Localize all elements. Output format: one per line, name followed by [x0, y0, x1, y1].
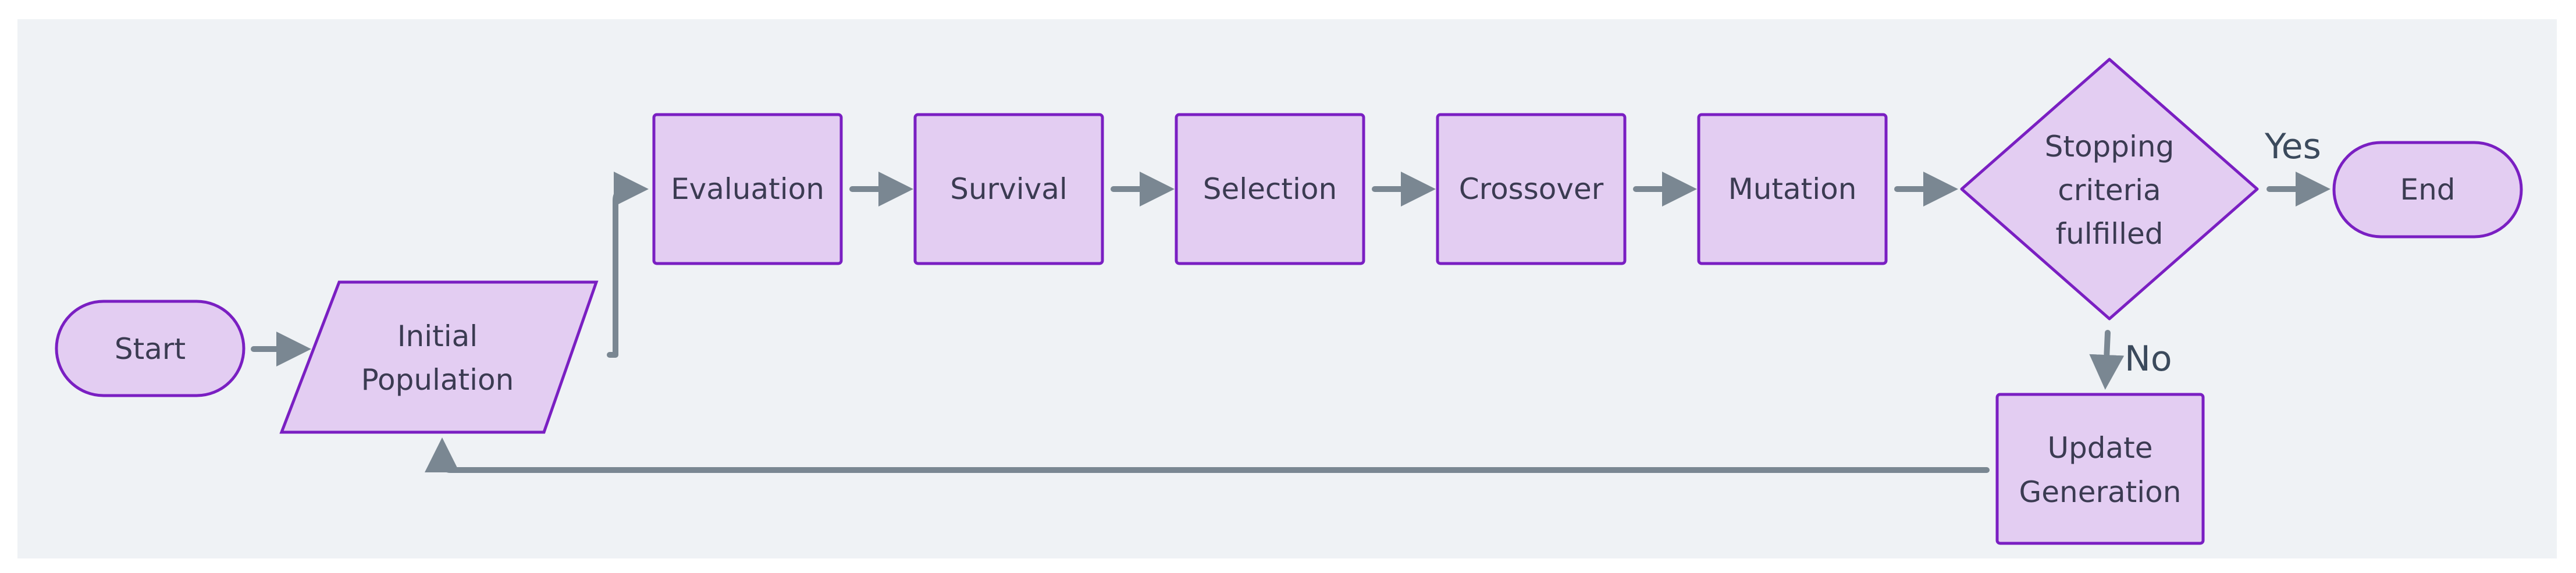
- edge-initial-population-to-evaluation: [607, 172, 649, 358]
- node-crossover: Crossover: [1436, 113, 1627, 265]
- node-end: End: [2332, 141, 2523, 239]
- crossover-process-shape: [1436, 113, 1627, 265]
- selection-process-shape: [1175, 113, 1365, 265]
- mutation-label: Mutation: [1728, 172, 1857, 206]
- update-generation-label-line1: Update: [2047, 431, 2152, 465]
- evaluation-label: Evaluation: [671, 172, 824, 206]
- edge-label-yes: Yes: [2264, 126, 2321, 167]
- node-survival: Survival: [913, 113, 1104, 265]
- node-initial-population: Initial Population: [279, 280, 599, 434]
- node-update-generation: Update Generation: [1995, 393, 2205, 545]
- end-terminal-shape: [2332, 141, 2523, 239]
- selection-label: Selection: [1203, 172, 1337, 206]
- edge-update-generation-to-initial-population: [425, 437, 1990, 473]
- initial-population-label-line1: Initial: [397, 319, 478, 353]
- update-generation-label-line2: Generation: [2019, 475, 2182, 509]
- edge-stopping-to-update-generation: [2089, 330, 2125, 390]
- crossover-label: Crossover: [1459, 172, 1604, 206]
- evaluation-process-shape: [652, 113, 843, 265]
- stopping-criteria-label-line2: criteria: [2058, 173, 2161, 207]
- update-generation-process-shape: [1995, 393, 2205, 545]
- initial-population-io-shape: [279, 280, 599, 434]
- node-mutation: Mutation: [1697, 113, 1888, 265]
- initial-population-label-line2: Population: [361, 363, 514, 397]
- node-stopping-criteria: Stopping criteria fulfilled: [1960, 58, 2259, 321]
- stopping-criteria-label-line3: fulfilled: [2056, 217, 2164, 251]
- mutation-process-shape: [1697, 113, 1888, 265]
- survival-process-shape: [913, 113, 1104, 265]
- start-label: Start: [115, 332, 186, 366]
- survival-label: Survival: [950, 172, 1068, 206]
- edges: [251, 172, 2331, 473]
- node-evaluation: Evaluation: [652, 113, 843, 265]
- stopping-criteria-decision-shape: [1960, 58, 2259, 321]
- edge-label-no: No: [2125, 339, 2172, 379]
- node-start: Start: [55, 300, 245, 397]
- stopping-criteria-label-line1: Stopping: [2045, 130, 2175, 163]
- end-label: End: [2400, 173, 2455, 207]
- start-terminal-shape: [55, 300, 245, 397]
- node-selection: Selection: [1175, 113, 1365, 265]
